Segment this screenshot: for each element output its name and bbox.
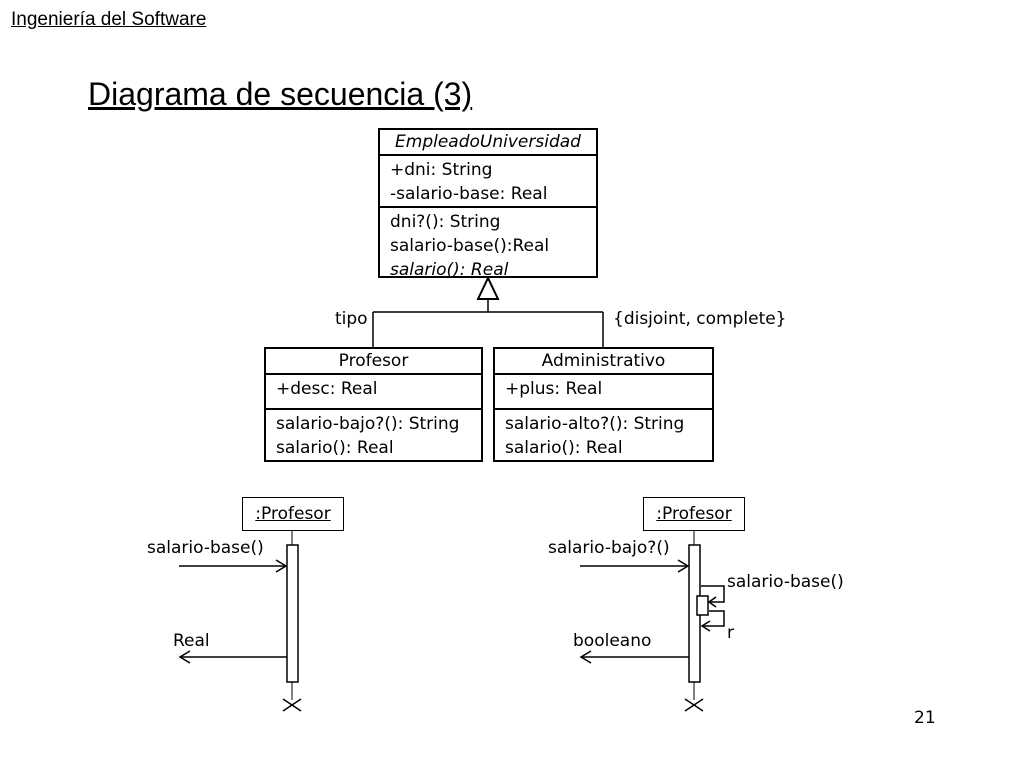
constraint-label: {disjoint, complete} bbox=[613, 309, 787, 329]
return-message-right: booleano bbox=[573, 631, 652, 651]
class-empleado-universidad: EmpleadoUniversidad +dni: String -salari… bbox=[378, 128, 598, 280]
activation-bar-left bbox=[286, 544, 299, 683]
slide-title: Diagrama de secuencia (3) bbox=[88, 76, 473, 112]
method: salario(): Real bbox=[276, 438, 394, 458]
return-message-left: Real bbox=[173, 631, 210, 651]
course-title: Ingeniería del Software bbox=[11, 9, 207, 30]
class-attributes: +dni: String -salario-base: Real bbox=[380, 156, 596, 208]
class-attributes: +plus: Real bbox=[495, 375, 712, 410]
self-return-arrow bbox=[700, 610, 725, 632]
method: dni?(): String bbox=[390, 212, 501, 232]
class-methods: dni?(): String salario-base():Real salar… bbox=[380, 208, 596, 282]
generalization-connector bbox=[372, 299, 604, 348]
return-arrow-left bbox=[178, 650, 287, 664]
call-message-right: salario-bajo?() bbox=[548, 538, 670, 558]
nested-activation-bar bbox=[696, 595, 709, 616]
object-name: :Profesor bbox=[255, 504, 331, 524]
self-return-message: r bbox=[727, 623, 734, 643]
class-name: Administrativo bbox=[495, 349, 712, 375]
lifeline-object-right: :Profesor bbox=[643, 497, 745, 531]
attribute: +plus: Real bbox=[505, 379, 603, 399]
generalization-triangle bbox=[476, 275, 500, 300]
class-methods: salario-bajo?(): String salario(): Real bbox=[266, 410, 481, 460]
call-message-left: salario-base() bbox=[147, 538, 264, 558]
attribute: +dni: String bbox=[390, 160, 493, 180]
class-name: Profesor bbox=[266, 349, 481, 375]
self-call-message: salario-base() bbox=[727, 572, 844, 592]
call-arrow-left bbox=[179, 559, 288, 573]
lifeline-object-left: :Profesor bbox=[242, 497, 344, 531]
return-arrow-right bbox=[579, 650, 689, 664]
destroy-mark-right bbox=[684, 698, 704, 712]
attribute: +desc: Real bbox=[276, 379, 378, 399]
class-name: EmpleadoUniversidad bbox=[380, 130, 596, 156]
method: salario-alto?(): String bbox=[505, 414, 685, 434]
method: salario-bajo?(): String bbox=[276, 414, 460, 434]
page-number: 21 bbox=[914, 708, 936, 728]
class-methods: salario-alto?(): String salario(): Real bbox=[495, 410, 712, 460]
destroy-mark-left bbox=[282, 698, 302, 712]
class-administrativo: Administrativo +plus: Real salario-alto?… bbox=[493, 347, 714, 462]
attribute: -salario-base: Real bbox=[390, 184, 548, 204]
method: salario(): Real bbox=[505, 438, 623, 458]
class-attributes: +desc: Real bbox=[266, 375, 481, 410]
discriminator-label: tipo bbox=[335, 309, 368, 329]
class-profesor: Profesor +desc: Real salario-bajo?(): St… bbox=[264, 347, 483, 462]
method: salario-base():Real bbox=[390, 236, 550, 256]
object-name: :Profesor bbox=[656, 504, 732, 524]
abstract-method: salario(): Real bbox=[390, 260, 509, 280]
self-call-arrow bbox=[701, 585, 725, 608]
call-arrow-right bbox=[580, 559, 690, 573]
